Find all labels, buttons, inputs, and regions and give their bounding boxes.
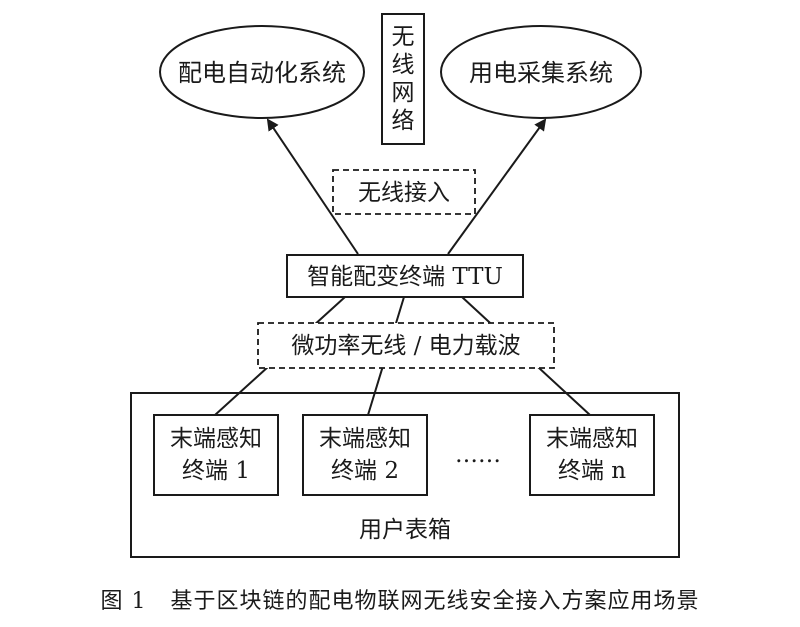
distribution-automation-system-node: 配电自动化系统 (159, 25, 365, 119)
wireless-network-node: 无 线 网 络 (381, 13, 425, 145)
terminal-2-line-2: 终端 2 (331, 458, 399, 484)
figure-number: 图 1 (100, 589, 147, 614)
smart-ttu-node: 智能配变终端 TTU (286, 254, 524, 298)
wireless-network-char-3: 网 (392, 80, 415, 106)
wireless-network-char-2: 线 (392, 52, 415, 78)
figure-title: 基于区块链的配电物联网无线安全接入方案应用场景 (170, 589, 700, 614)
user-meter-box-label: 用户表箱 (359, 517, 451, 543)
wireless-network-char-4: 络 (392, 108, 415, 134)
terminal-node-1: 末端感知 终端 1 (153, 414, 279, 496)
terminal-1-line-1: 末端感知 (170, 426, 262, 452)
micro-power-wireless-node: 微功率无线 / 电力载波 (257, 322, 555, 369)
terminal-n-line-2: 终端 n (558, 458, 626, 484)
figure-caption: 图 1 基于区块链的配电物联网无线安全接入方案应用场景 (0, 583, 800, 615)
smart-ttu-label: 智能配变终端 TTU (307, 264, 503, 290)
terminal-node-2: 末端感知 终端 2 (302, 414, 428, 496)
arrow-to-distribution-automation (266, 118, 359, 255)
distribution-automation-system-label: 配电自动化系统 (178, 59, 346, 87)
arrow-to-power-collection (447, 118, 547, 255)
terminal-n-line-1: 末端感知 (546, 426, 638, 452)
terminal-1-line-2: 终端 1 (182, 458, 250, 484)
wireless-access-node: 无线接入 (332, 169, 476, 215)
micro-power-wireless-label: 微功率无线 / 电力载波 (291, 333, 520, 359)
wireless-network-char-1: 无 (392, 24, 415, 50)
terminal-node-n: 末端感知 终端 n (529, 414, 655, 496)
power-collection-system-node: 用电采集系统 (440, 25, 642, 119)
power-collection-system-label: 用电采集系统 (469, 59, 613, 87)
wireless-access-label: 无线接入 (358, 180, 450, 206)
terminal-2-line-1: 末端感知 (319, 426, 411, 452)
user-meter-box: 用户表箱 (130, 392, 680, 558)
terminal-ellipsis: …… (455, 442, 501, 468)
